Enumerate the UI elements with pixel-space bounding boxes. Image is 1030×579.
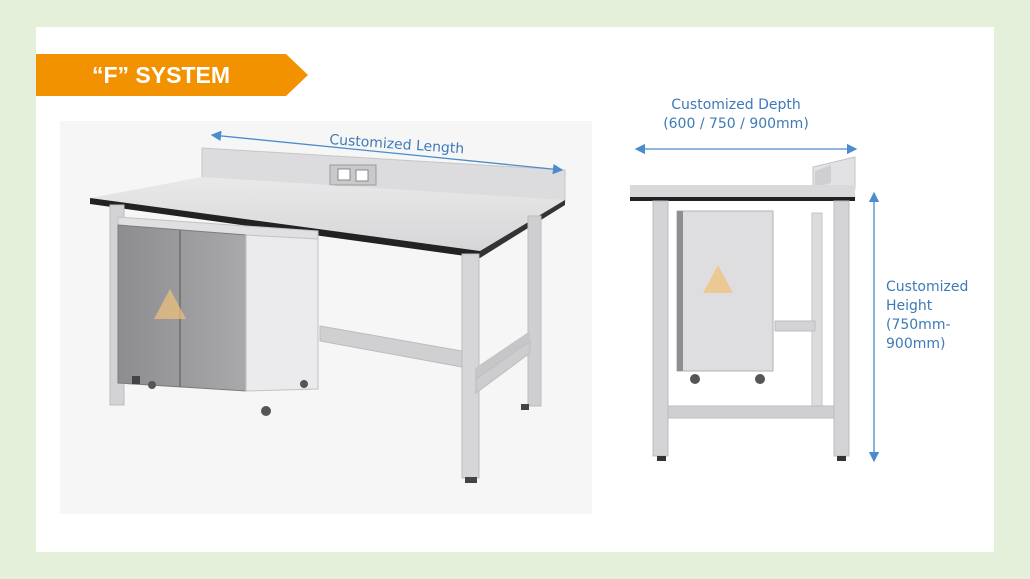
banner-arrow-shape [36,54,308,96]
system-banner: “F” SYSTEM [36,54,308,96]
lab-id-logo-side-icon [703,265,733,293]
height-label-line3: (750mm- [886,317,951,333]
lab-id-logo-icon [154,289,186,319]
height-label-line1: Customized [886,279,969,295]
depth-label-title: Customized Depth [671,97,801,113]
banner-title: “F” SYSTEM [91,62,230,88]
depth-label: Customized Depth (600 / 750 / 900mm) [656,96,816,134]
height-label-line2: Height [886,298,933,314]
height-label-line4: 900mm) [886,336,946,352]
depth-label-range: (600 / 750 / 900mm) [663,116,809,132]
bench-side-image [625,153,875,473]
bench-side-illustration [630,156,856,461]
length-arrow [210,130,564,175]
height-label: Customized Height (750mm- 900mm) [886,278,986,354]
